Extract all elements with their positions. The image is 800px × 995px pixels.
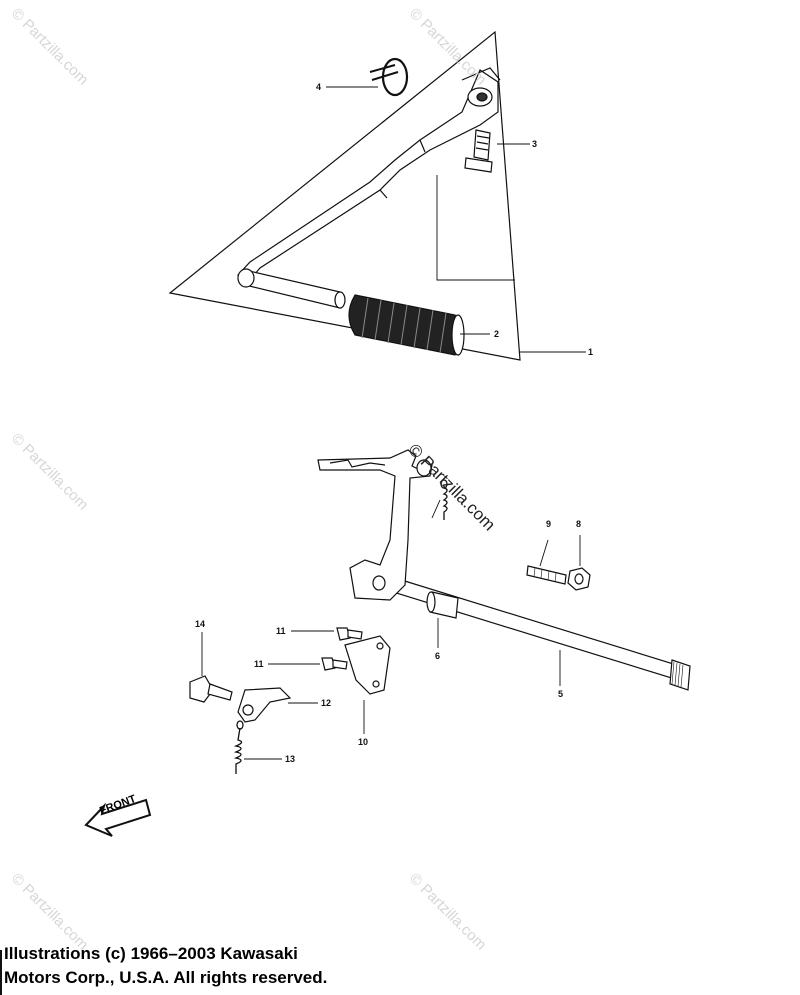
front-arrow-icon bbox=[84, 798, 152, 837]
lever-part-12 bbox=[237, 687, 292, 723]
callout-9: 9 bbox=[546, 519, 552, 529]
nut-part-8 bbox=[567, 567, 591, 591]
collar-part-6 bbox=[426, 591, 459, 619]
bolt-part-14 bbox=[189, 675, 233, 703]
spring-part-13 bbox=[233, 720, 244, 774]
callout-6: 6 bbox=[435, 651, 441, 661]
callout-11-a: 11 bbox=[276, 626, 286, 636]
callout-2: 2 bbox=[494, 329, 500, 339]
copyright-notice: Illustrations (c) 1966–2003 Kawasaki Mot… bbox=[4, 942, 327, 990]
clip-part-4 bbox=[369, 57, 409, 97]
callout-3: 3 bbox=[532, 139, 538, 149]
callout-10: 10 bbox=[358, 737, 369, 747]
callout-5: 5 bbox=[558, 689, 564, 699]
shift-pedal-arm bbox=[237, 67, 501, 309]
bolt-part-3 bbox=[464, 129, 493, 173]
pedal-assembly-outline bbox=[168, 30, 521, 361]
stud-part-9 bbox=[526, 565, 567, 585]
pedal-rubber bbox=[348, 294, 465, 356]
plate-part-10 bbox=[344, 635, 391, 695]
copyright-line-1: Illustrations (c) 1966–2003 Kawasaki bbox=[4, 944, 298, 963]
callout-14: 14 bbox=[195, 619, 206, 629]
callout-12: 12 bbox=[321, 698, 332, 708]
callout-13: 13 bbox=[285, 754, 296, 764]
callout-4: 4 bbox=[316, 82, 322, 92]
callout-11-b: 11 bbox=[254, 659, 264, 669]
shift-arm-plate bbox=[317, 449, 433, 601]
arm-spring bbox=[440, 479, 448, 520]
bolt-part-11-a bbox=[336, 627, 363, 641]
leader-lines-upper bbox=[326, 86, 586, 353]
copyright-line-2: Motors Corp., U.S.A. All rights reserved… bbox=[4, 968, 328, 987]
leader-lines-lower bbox=[201, 499, 581, 760]
callout-1: 1 bbox=[588, 347, 594, 357]
bolt-part-11-b bbox=[321, 657, 348, 671]
callout-8: 8 bbox=[576, 519, 582, 529]
